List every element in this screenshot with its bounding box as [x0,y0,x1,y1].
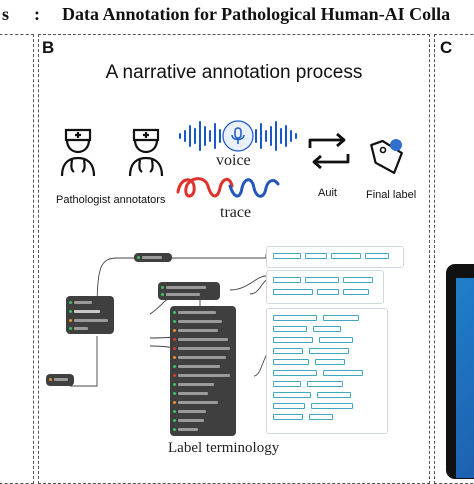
voice-wave-icon [179,120,297,152]
tag-panel [266,308,388,434]
microphone-icon [231,127,245,144]
tree-node [134,253,172,262]
header-title: Data Annotation for Pathological Human-A… [62,4,451,24]
audit-cycle-icon [308,132,350,170]
header-colon: : [34,4,40,24]
doctor-icon [60,128,96,177]
panel-c-letter: C [440,38,453,57]
tree-node [46,374,74,386]
panel-b-letter: B [42,38,55,57]
tag-icon [370,139,403,175]
tag-panel [266,246,404,268]
terminology-label: Label terminology [168,440,280,456]
annotator-label: Pathologist annotators [56,194,166,206]
tree-node [66,296,114,334]
tablet-screen [456,278,474,478]
tree-node [170,306,236,436]
tag-panel [266,270,384,304]
audit-label: Auit [318,187,337,199]
doctor-icon [128,128,164,177]
panel-b-heading: A narrative annotation process [105,62,363,83]
trace-label: trace [220,204,252,221]
tree-node [158,282,220,300]
trace-scribble-icon [176,177,280,198]
panel-a-edge [0,34,34,484]
figure-header: s : Data Annotation for Pathological Hum… [0,0,474,30]
final-label: Final label [366,189,417,201]
header-left-fragment: s [2,4,10,24]
voice-label: voice [216,152,251,169]
